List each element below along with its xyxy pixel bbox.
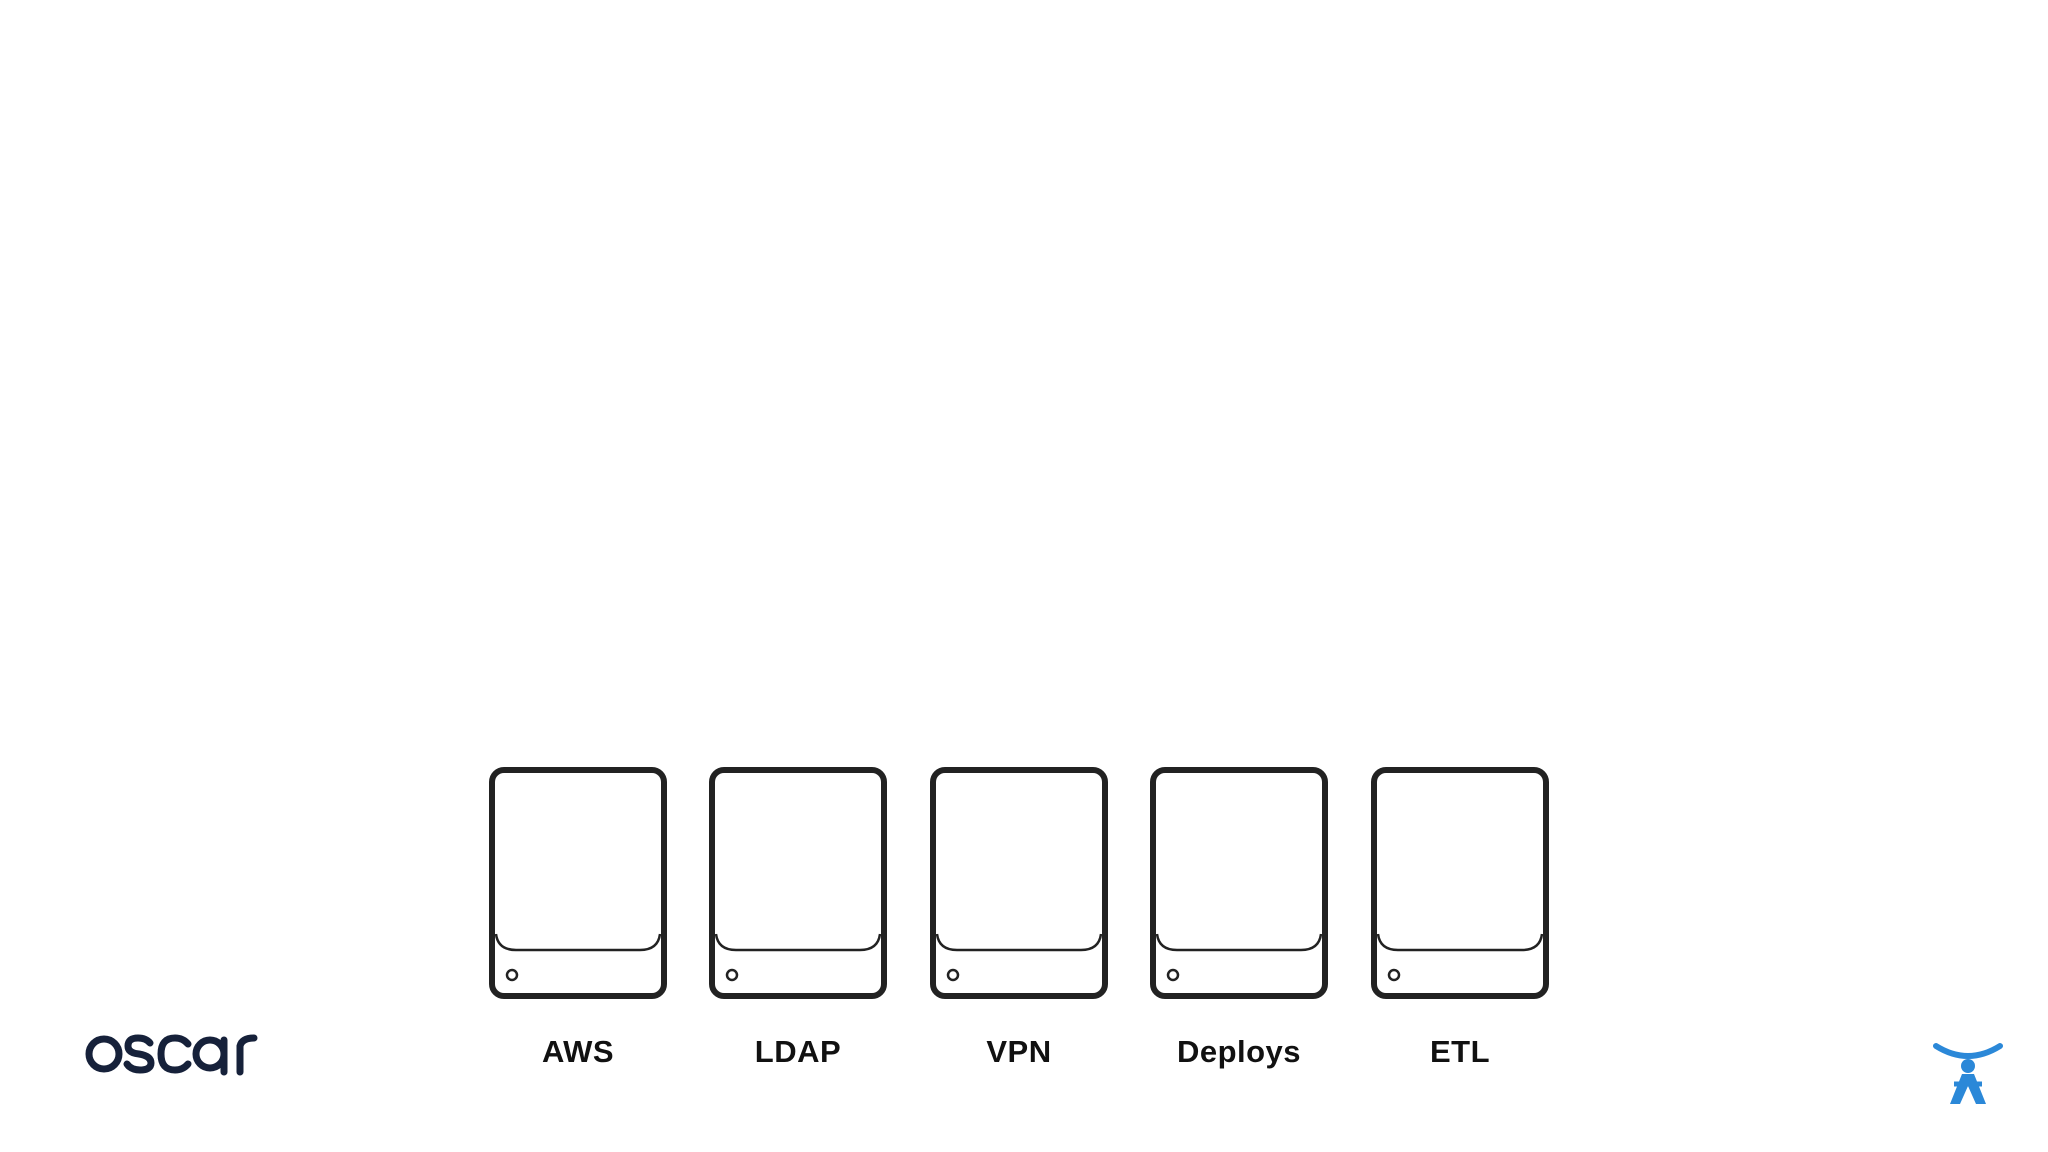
oscar-logo [84, 1016, 264, 1086]
drive-label: ETL [1429, 1034, 1491, 1069]
drive-label: AWS [541, 1034, 615, 1069]
hard-drive-icon [709, 767, 887, 999]
atlassian-figure-icon [1933, 1043, 2003, 1104]
drive-label: VPN [986, 1034, 1052, 1069]
drive-row: AWS LDAP VPN Deploys [488, 766, 1550, 1076]
drive-label: LDAP [754, 1034, 842, 1069]
drive-vpn: VPN [929, 766, 1109, 1076]
hard-drive-icon [1371, 767, 1549, 999]
drive-ldap: LDAP [708, 766, 888, 1076]
drive-etl: ETL [1370, 766, 1550, 1076]
oscar-wordmark-icon [85, 1034, 258, 1076]
hard-drive-icon [930, 767, 1108, 999]
drive-deploys: Deploys [1149, 766, 1329, 1076]
hard-drive-icon [1150, 767, 1328, 999]
hard-drive-icon [489, 767, 667, 999]
drive-aws: AWS [488, 766, 668, 1076]
drive-label: Deploys [1176, 1034, 1302, 1069]
atlassian-logo [1932, 1040, 2004, 1112]
